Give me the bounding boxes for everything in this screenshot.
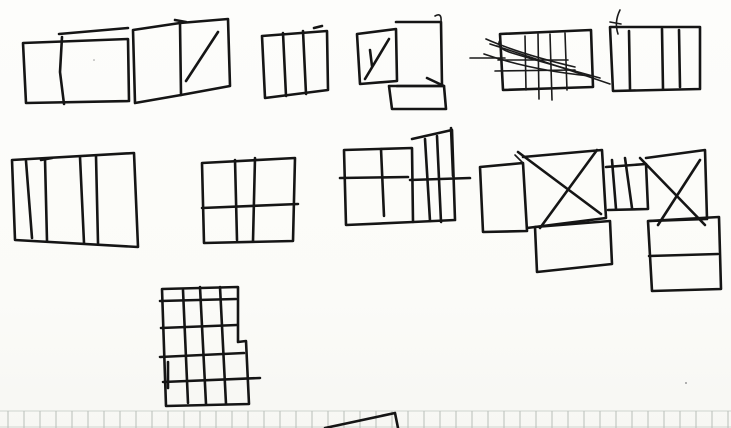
- sketch-two-by-two-grid: [202, 158, 298, 243]
- sketch-two-panels: [23, 28, 129, 104]
- sketch-tall-strip-panel: [610, 10, 700, 91]
- sketch-cross-braced-assembly: [480, 150, 721, 291]
- sketch-triangle-drawer: [357, 15, 446, 109]
- sketch-split-crossbars: [340, 128, 470, 225]
- sketch-partial-bottom-stroke: [325, 413, 398, 428]
- sketch-scribbled-grid: [470, 30, 610, 100]
- sketch-narrow-three-strip: [262, 26, 328, 98]
- sketch-tall-grid: [160, 287, 260, 406]
- sketch-four-strip-panel: [12, 153, 138, 247]
- sketch-two-panels-diagonal: [133, 19, 230, 103]
